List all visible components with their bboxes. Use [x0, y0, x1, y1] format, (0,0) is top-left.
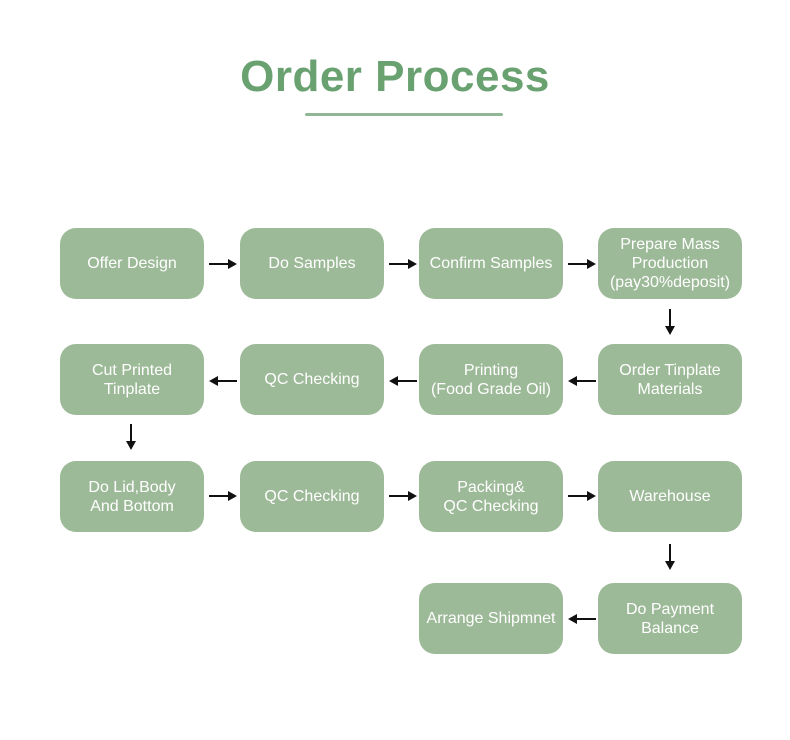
- arrow-right-icon: [568, 491, 596, 501]
- arrow-right-icon: [568, 259, 596, 269]
- arrow-left-icon: [568, 614, 596, 624]
- arrow-right-icon: [389, 491, 417, 501]
- arrow-right-icon: [209, 259, 237, 269]
- step-qc-checking-1: QC Checking: [240, 344, 384, 415]
- arrow-down-icon: [126, 424, 136, 450]
- arrow-left-icon: [209, 376, 237, 386]
- title-underline: [305, 113, 503, 116]
- step-do-samples: Do Samples: [240, 228, 384, 299]
- arrow-right-icon: [389, 259, 417, 269]
- arrow-left-icon: [389, 376, 417, 386]
- arrow-right-icon: [209, 491, 237, 501]
- step-printing: Printing (Food Grade Oil): [419, 344, 563, 415]
- step-do-payment-balance: Do Payment Balance: [598, 583, 742, 654]
- step-packing-qc-checking: Packing& QC Checking: [419, 461, 563, 532]
- step-offer-design: Offer Design: [60, 228, 204, 299]
- step-qc-checking-2: QC Checking: [240, 461, 384, 532]
- step-prepare-mass-production: Prepare Mass Production (pay30%deposit): [598, 228, 742, 299]
- step-confirm-samples: Confirm Samples: [419, 228, 563, 299]
- step-do-lid-body-bottom: Do Lid,Body And Bottom: [60, 461, 204, 532]
- step-cut-printed-tinplate: Cut Printed Tinplate: [60, 344, 204, 415]
- step-arrange-shipment: Arrange Shipmnet: [419, 583, 563, 654]
- arrow-down-icon: [665, 544, 675, 570]
- arrow-down-icon: [665, 309, 675, 335]
- step-warehouse: Warehouse: [598, 461, 742, 532]
- page-title: Order Process: [240, 52, 550, 101]
- arrow-left-icon: [568, 376, 596, 386]
- step-order-tinplate-materials: Order Tinplate Materials: [598, 344, 742, 415]
